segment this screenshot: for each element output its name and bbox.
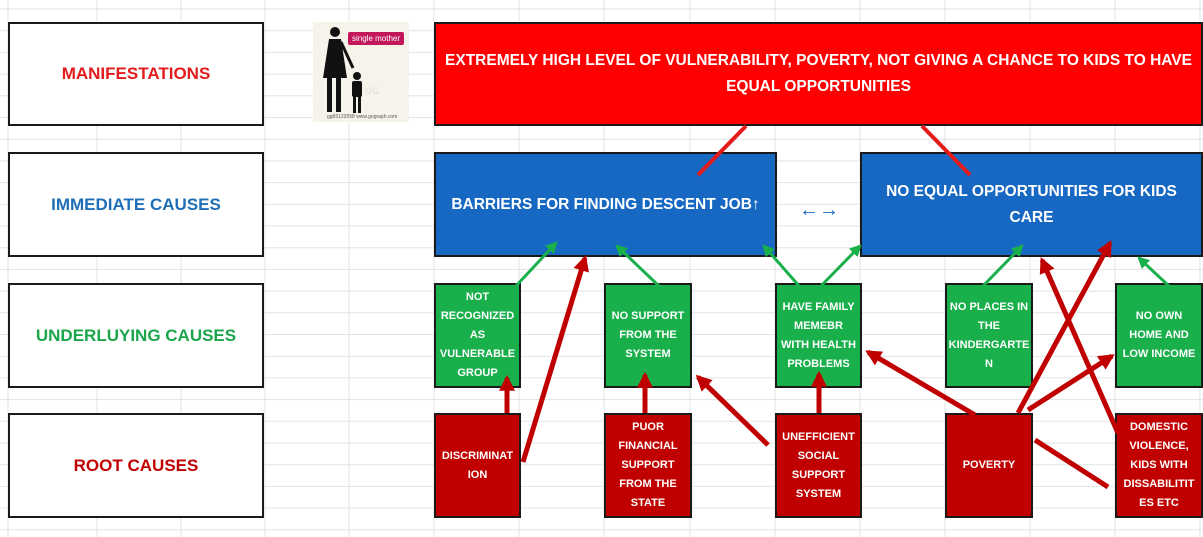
logo-footer: gg65123558 www.gograph.com (327, 114, 398, 120)
family-health-text: HAVE FAMILY MEMEBR WITH HEALTH PROBLEMS (781, 300, 856, 370)
manifestation-box: EXTREMELY HIGH LEVEL OF VULNERABILITY, P… (434, 22, 1203, 126)
row-label-manifestations: MANIFESTATIONS (8, 22, 264, 126)
root-discrimination: DISCRIMINAT ION (434, 413, 521, 518)
row-label-immediate-causes: IMMEDIATE CAUSES (8, 152, 264, 257)
single-mother-logo: GG single mother gg65123558 www.gograph.… (313, 22, 409, 122)
no-places-text: NO PLACES IN THE KINDERGARTE N (948, 300, 1030, 370)
row-label-root-causes: ROOT CAUSES (8, 413, 264, 518)
underlying-family-health: HAVE FAMILY MEMEBR WITH HEALTH PROBLEMS (775, 283, 862, 388)
immediate-cause-no-equal-opportunities: NO EQUAL OPPORTUNITIES FOR KIDS CARE (860, 152, 1203, 257)
underlying-no-places: NO PLACES IN THE KINDERGARTE N (945, 283, 1033, 388)
no-home-text: NO OWN HOME AND LOW INCOME (1122, 310, 1196, 360)
manifestation-text: EXTREMELY HIGH LEVEL OF VULNERABILITY, P… (445, 52, 1192, 95)
logo-tag: single mother (348, 32, 405, 45)
root-poverty: POVERTY (945, 413, 1033, 518)
domestic-text: DOMESTIC VIOLENCE, KIDS WITH DISSABILITI… (1123, 421, 1195, 509)
mother-child-icon: GG (323, 27, 379, 113)
poor-financial-text: PUOR FINANCIAL SUPPORT FROM THE STATE (618, 421, 678, 509)
root-unefficient: UNEFFICIENT SOCIAL SUPPORT SYSTEM (775, 413, 862, 518)
not-recognized-text: NOT RECOGNIZED AS VULNERABLE GROUP (439, 291, 516, 379)
root-poor-financial: PUOR FINANCIAL SUPPORT FROM THE STATE (604, 413, 692, 518)
svg-text:GG: GG (365, 86, 379, 96)
underlying-no-support: NO SUPPORT FROM THE SYSTEM (604, 283, 692, 388)
poverty-text: POVERTY (962, 459, 1016, 471)
underlying-no-home: NO OWN HOME AND LOW INCOME (1115, 283, 1203, 388)
barriers-text: BARRIERS FOR FINDING DESCENT JOB↑ (451, 195, 760, 213)
row-label-underlying-causes: UNDERLUYING CAUSES (8, 283, 264, 388)
underlying-not-recognized: NOT RECOGNIZED AS VULNERABLE GROUP (434, 283, 521, 388)
no-equal-text: NO EQUAL OPPORTUNITIES FOR KIDS CARE (886, 182, 1177, 226)
immediate-cause-barriers: BARRIERS FOR FINDING DESCENT JOB↑ (434, 152, 777, 257)
no-support-text: NO SUPPORT FROM THE SYSTEM (611, 310, 685, 360)
root-domestic-violence: DOMESTIC VIOLENCE, KIDS WITH DISSABILITI… (1115, 413, 1203, 518)
discrimination-text: DISCRIMINAT ION (441, 449, 514, 481)
bidirectional-link-icon: ←→ (799, 199, 839, 221)
unefficient-text: UNEFFICIENT SOCIAL SUPPORT SYSTEM (782, 430, 855, 500)
